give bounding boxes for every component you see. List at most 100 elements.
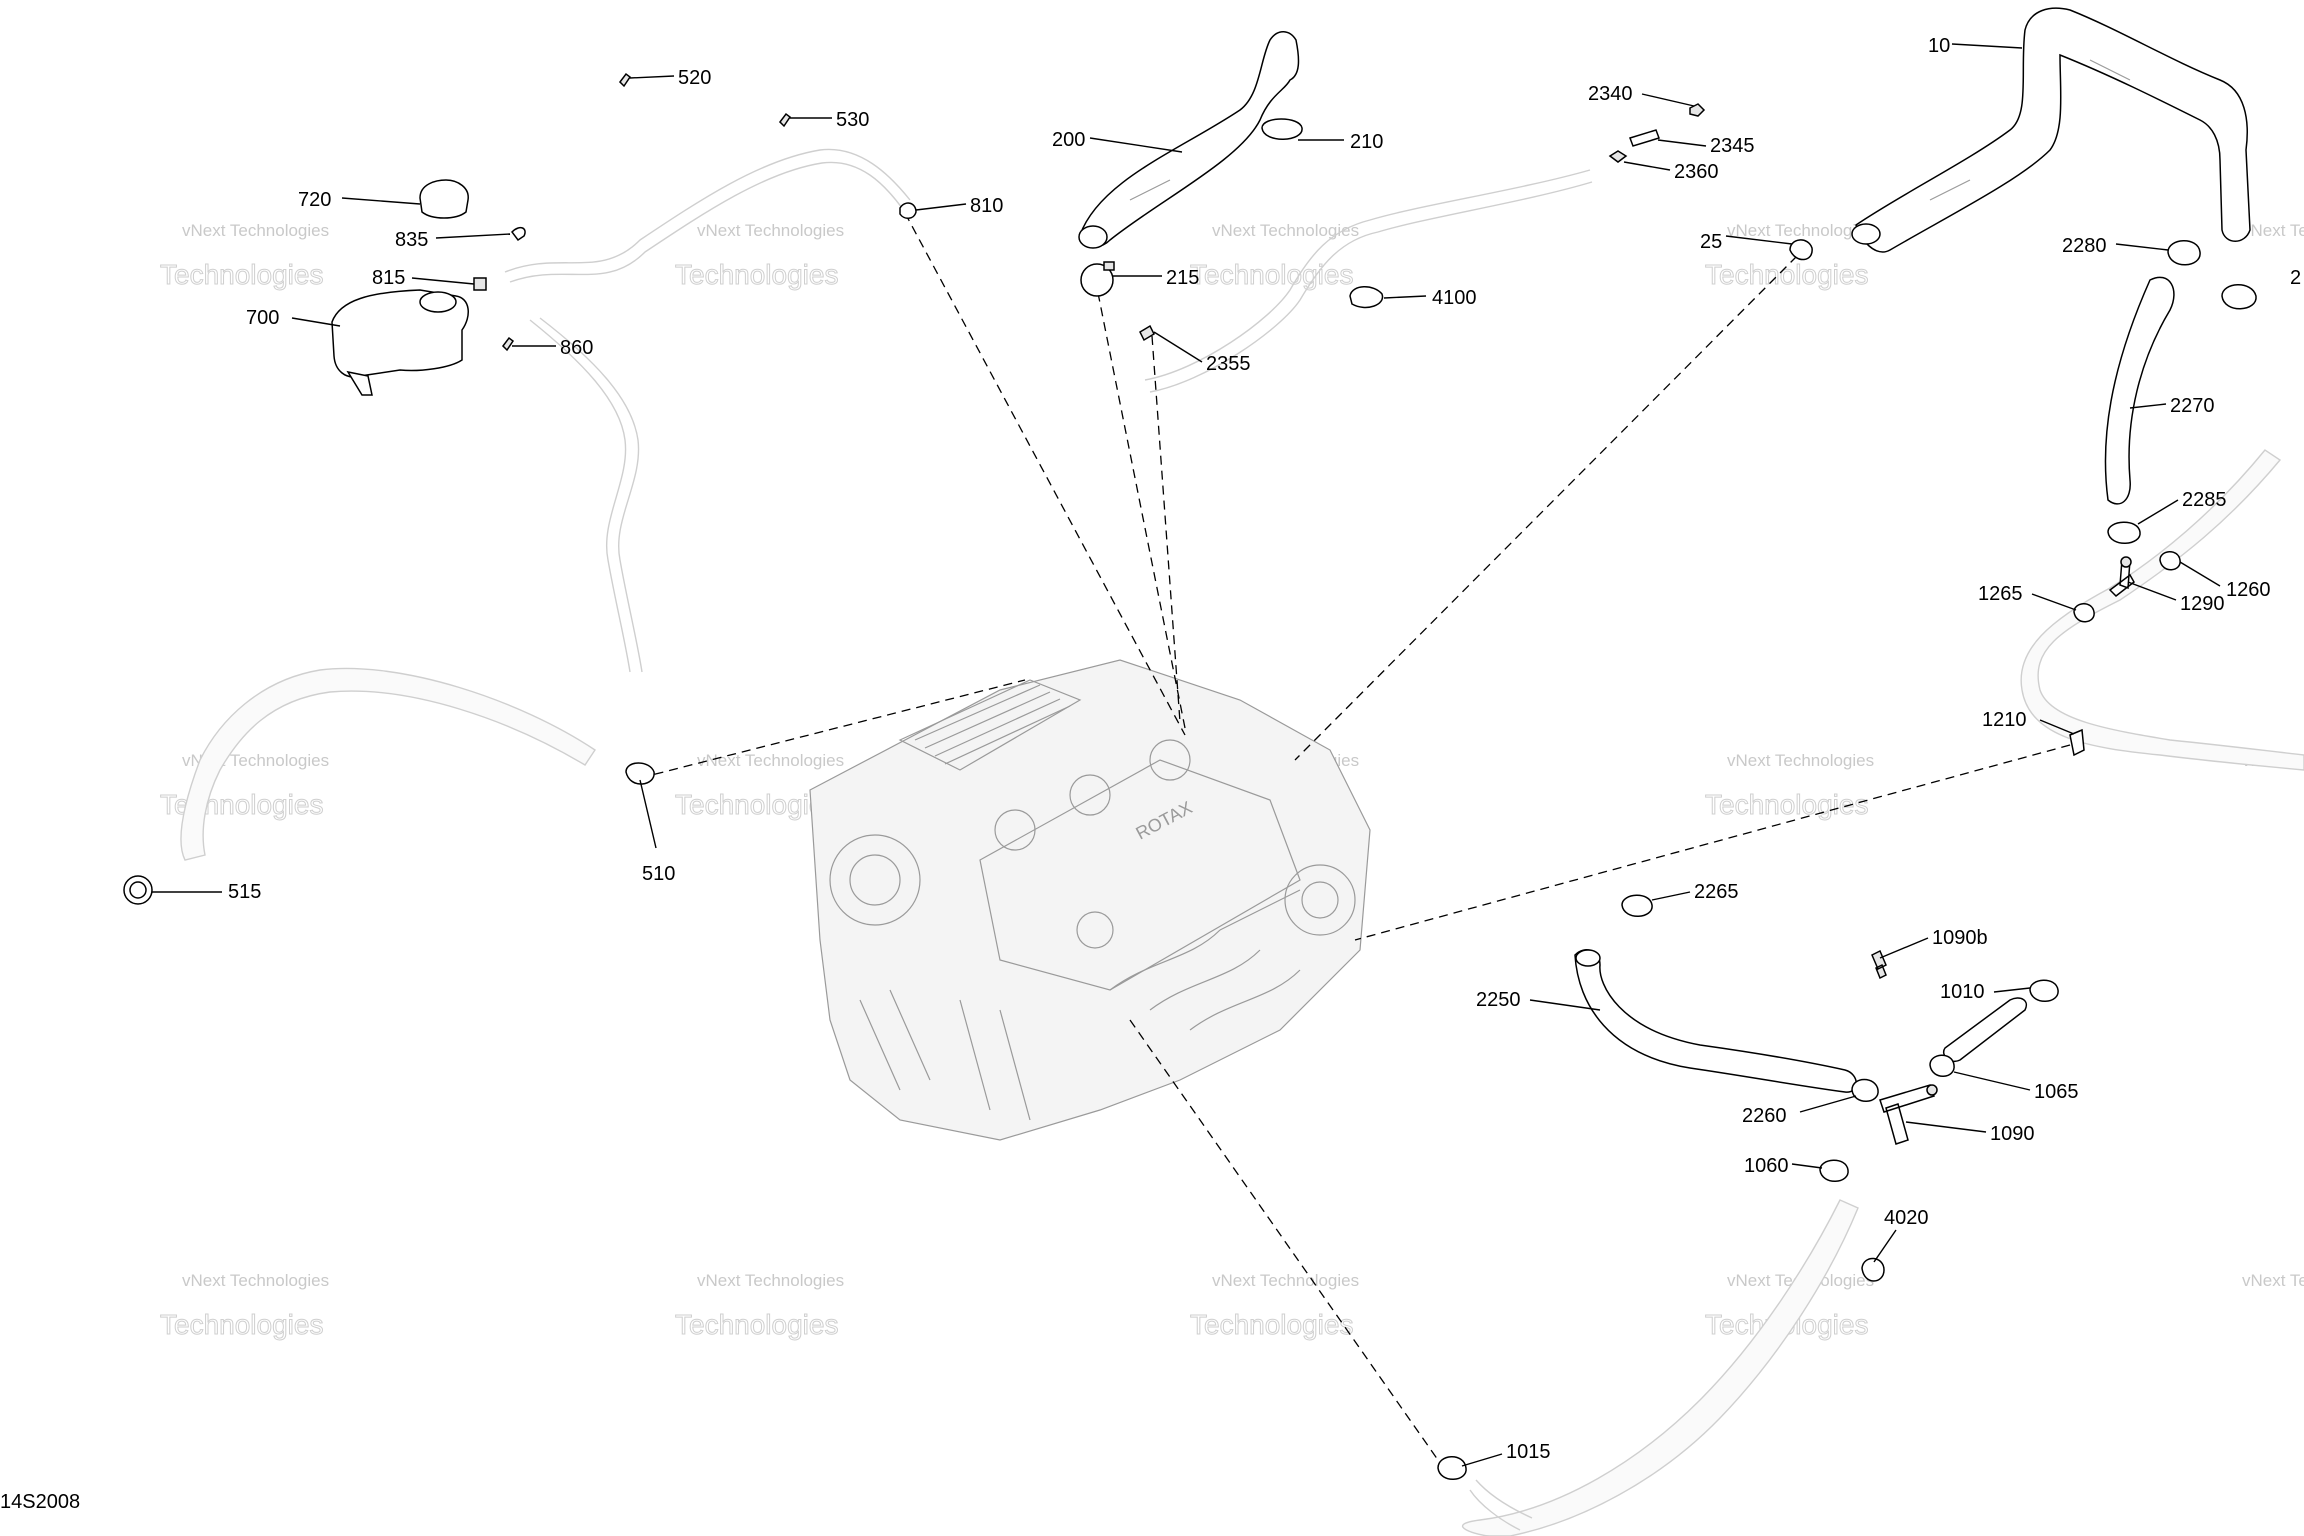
callout-210: 210 [1350,131,1383,153]
engine-assembly: ROTAX [809,659,1371,1141]
callout-200: 200 [1052,129,1085,151]
hose-1010 [1943,997,2027,1062]
connection-lines [639,212,2071,1461]
leader-2250 [1529,999,1601,1011]
svg-text:Technologies: Technologies [160,259,323,290]
clamp-1010 [2029,979,2059,1002]
leader-1260 [2179,561,2221,587]
connection-line [1354,744,2071,941]
watermark: vNext Technologies Technologies [160,221,330,291]
leader-200 [1089,137,1183,153]
callout-835: 835 [395,229,428,251]
callout-2355: 2355 [1206,353,1251,375]
leader-4100 [1383,295,1427,299]
callout-515: 515 [228,881,261,903]
leader-1090b [1879,937,1929,959]
clamp-1210 [2069,728,2085,757]
callout-2275: 2 [2290,267,2301,289]
hose-end [1575,949,1601,967]
callout-1015: 1015 [1506,1441,1551,1463]
leader-1065 [1953,1071,2031,1091]
watermark: vNext Technologies Technologies [675,1271,845,1341]
callout-2265: 2265 [1694,881,1739,903]
svg-text:vNext Technologies: vNext Technologies [1727,221,1874,240]
leader-1265 [2031,593,2077,611]
engine-ribs [859,989,1031,1121]
ring-215 [1080,263,1114,297]
leader-4020 [1873,1229,1897,1263]
callout-1010: 1010 [1940,981,1985,1003]
watermark: vNext Technologies Technologies [1705,751,1875,821]
leader-1060 [1791,1163,1823,1169]
callout-2360: 2360 [1674,161,1719,183]
watermark: vNext Technologies [2242,221,2304,240]
leader-520 [629,75,675,79]
callout-810: 810 [970,195,1003,217]
callout-510: 510 [642,863,675,885]
intercooler [898,679,1082,771]
engine-block [809,659,1371,1141]
watermark: vNext Technologies Technologies [675,221,845,291]
clamp-2285 [2107,521,2141,544]
leader-810 [915,203,967,211]
connection-line [639,679,1026,779]
leader-10 [1951,43,2023,49]
callout-1090b: 1090b [1932,927,1988,949]
hose-stripe [1929,59,2131,201]
leader-1090 [1905,1121,1987,1133]
clamp-210 [1261,118,1303,140]
leader-2340 [1641,93,1695,107]
callout-215: 215 [1166,267,1199,289]
callout-1290: 1290 [2180,593,2225,615]
callout-25: 25 [1700,231,1722,253]
clamp-25 [1789,239,1813,261]
connection-line [1294,255,1798,761]
ghost-hose-center [1144,169,1591,381]
leader-815 [411,277,475,285]
callout-10: 10 [1928,35,1950,57]
callout-1265: 1265 [1978,583,2023,605]
ghost-hose-tail [1475,1479,1533,1519]
callout-720: 720 [298,189,331,211]
callout-1260: 1260 [2226,579,2271,601]
callout-2340: 2340 [1588,83,1633,105]
reservoir-cap-720 [419,179,469,219]
leader-2265 [1651,891,1691,901]
callout-860: 860 [560,337,593,359]
callout-1060: 1060 [1744,1155,1789,1177]
tee-port [2120,556,2132,568]
clamp-1015 [1437,1456,1467,1480]
leader-2355 [1153,331,1203,363]
hose-end [1078,225,1108,249]
figure-code: 14S2008 [0,1491,80,1513]
fitting-815 [473,277,487,291]
clamp-2265 [1621,894,1653,917]
leader-lines [152,43,2221,1467]
clamp-2260 [1851,1078,1879,1102]
hose-200 [1079,31,1300,247]
engine-pulley [1284,864,1356,936]
clamp-1260 [2159,551,2181,571]
svg-text:vNext Technologies: vNext Technologies [697,221,844,240]
watermark: vNext Technologies Technologies [1705,221,1875,291]
svg-text:Technologies: Technologies [1705,789,1868,820]
svg-text:vNext Technologies: vNext Technologies [2242,221,2304,240]
tee-1090 [1879,1084,1935,1145]
watermark: vNext Technologies Technologies [1190,221,1360,291]
leader-1015 [1461,1453,1503,1467]
hose-2250 [1574,949,1857,1093]
tee-port [1926,1084,1938,1096]
engine-pulley [829,834,921,926]
callout-700: 700 [246,307,279,329]
leader-700 [291,317,341,327]
clamp-2275 [2221,284,2257,310]
callout-2280: 2280 [2062,235,2107,257]
leader-2360 [1623,161,1671,171]
leader-2345 [1657,139,1707,147]
plug-2355 [1139,324,1155,342]
svg-text:vNext Technologies: vNext Technologies [1212,1271,1359,1290]
clip-530 [779,112,792,128]
callout-2250: 2250 [1476,989,1521,1011]
leader-2260 [1799,1095,1857,1113]
